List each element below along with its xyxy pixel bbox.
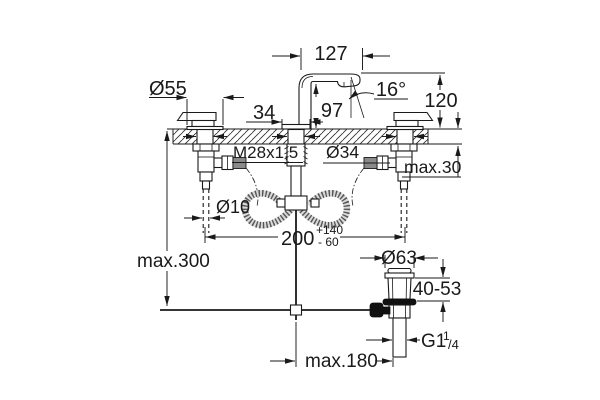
dim-waste-thread: G1 1 /4 (366, 329, 459, 352)
left-escutcheon (186, 125, 224, 131)
right-hose-centerline (351, 167, 365, 207)
waste-tailpiece (392, 317, 407, 358)
dim-rod-reach: max.180 (270, 322, 394, 372)
label-hole-dia-text: Ø34 (326, 142, 359, 162)
label-hole-dia: Ø34 (323, 142, 390, 164)
left-locknut (192, 143, 220, 152)
dim-pipe-dia: Ø10 (184, 197, 250, 221)
dim-spray-angle: 16° (348, 76, 408, 119)
dim-waste-thread-sup: 1 (443, 329, 450, 343)
dim-escutcheon-dia-label: Ø55 (149, 78, 187, 100)
dim-waste-dia: Ø63 (360, 248, 438, 269)
dim-rod-length: max.300 (137, 131, 210, 306)
dim-spray-angle-label: 16° (376, 79, 406, 101)
spout-shank (287, 128, 305, 145)
waste-flange (384, 272, 415, 279)
right-valve-shank (396, 128, 414, 145)
dim-spout-base-label: 34 (253, 102, 275, 124)
waste-plug (387, 267, 412, 274)
rod-connector (289, 304, 303, 316)
left-hose-crimp (232, 157, 247, 169)
waste-lever-knob (369, 302, 384, 318)
left-hose-centerline (245, 167, 259, 207)
pop-up-rod-assembly (160, 210, 371, 320)
left-lever-handle (176, 111, 217, 122)
left-valve-body (197, 150, 215, 173)
right-lever-handle (393, 111, 434, 122)
dim-spout-height: 97 (313, 84, 343, 128)
dim-waste-thread-base: G1 (421, 331, 446, 352)
dim-centers-tol-minus: - 60 (318, 235, 339, 249)
mixer-tee (276, 195, 320, 211)
label-spout-thread-text: M28x1,5 (233, 143, 298, 162)
flexible-hoses (241, 167, 365, 229)
pop-up-waste (369, 267, 417, 358)
dim-waste-range-label: 40-53 (413, 279, 462, 300)
dim-spout-reach: 127 (272, 43, 390, 70)
tee-body (284, 195, 308, 211)
label-spout-thread: M28x1,5 (232, 143, 303, 163)
dim-waste-range: 40-53 (413, 259, 462, 322)
dim-deck-thickness: max.30 (402, 112, 462, 178)
lever-stem (382, 306, 391, 315)
right-escutcheon (386, 125, 424, 131)
waste-seal-ring (382, 298, 417, 306)
dim-rod-length-label: max.300 (137, 251, 210, 272)
dim-rod-reach-label: max.180 (305, 351, 378, 372)
dim-deck-thickness-label: max.30 (404, 157, 462, 177)
dim-pipe-dia-label: Ø10 (216, 197, 250, 217)
spout-base (281, 123, 311, 130)
right-locknut (390, 143, 418, 152)
dim-height-label: 120 (424, 90, 457, 112)
dim-handle-centers: 200 +140 - 60 (204, 223, 406, 250)
left-handle-valve (176, 111, 247, 233)
left-valve-shank (196, 128, 214, 145)
dim-centers-tol-plus: +140 (316, 223, 343, 237)
dim-spout-height-label: 97 (321, 100, 343, 122)
dim-waste-thread-frac: /4 (448, 337, 459, 352)
spout (281, 73, 361, 197)
dim-waste-dia-label: Ø63 (381, 248, 417, 269)
dim-escutcheon-dia: Ø55 (149, 78, 244, 125)
waste-upper-body (387, 277, 412, 300)
dim-spout-reach-label: 127 (314, 43, 347, 65)
dim-handle-centers-label: 200 (281, 228, 314, 250)
dim-height-above-deck: 120 (361, 72, 458, 128)
dim-spout-base: 34 (246, 102, 323, 125)
waste-lower-body (388, 304, 411, 319)
